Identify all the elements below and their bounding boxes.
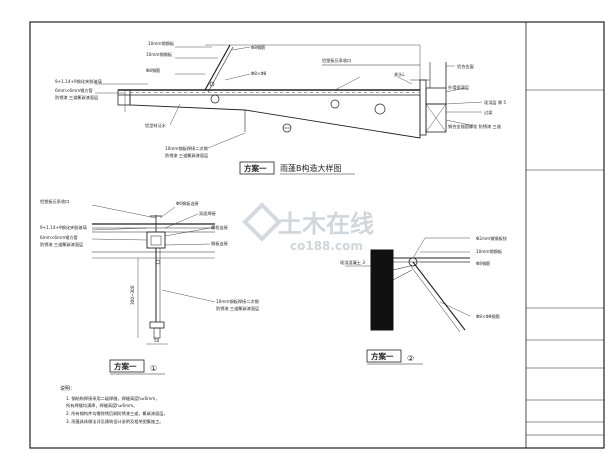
watermark-logo-icon [242, 202, 282, 242]
label-c4: 现浇混凝土 3 [340, 259, 365, 266]
detail-c-title: 方案一 ② [366, 349, 423, 365]
label-b4: 防锈漆 三道氟碳漆面层 [40, 241, 83, 248]
label-a13: 紧头L [394, 71, 405, 78]
label-a4: Φ8钢筋 [251, 44, 265, 51]
label-b9: 10mm钢板焊接二次钢 [216, 298, 259, 305]
label-b8: 钢板连接 [211, 240, 229, 247]
notes-heading: 说明： [60, 385, 75, 392]
dim-vertical: 300~300 [130, 285, 135, 305]
detail-b-labels: 铝塑板压条收口 9+1.14+9钢化夹胶玻璃 6mm×6mm钢方管 防锈漆 三道… [40, 198, 259, 343]
label-a12: 铝塑板压条收口 [322, 57, 351, 64]
detail-c-number: ② [407, 354, 414, 363]
label-b5: Φ6钢板连接 [176, 200, 200, 207]
sheet-frame [29, 21, 605, 449]
detail-b-drawing [91, 204, 216, 345]
detail-a-drawing [95, 44, 483, 149]
label-c5: Φ8×Φ8钢筋 [476, 313, 500, 320]
label-a8: 防锈漆 三道氟碳漆面层 [55, 94, 98, 101]
label-a17: 钢合金锚固螺栓 防锈漆 三道 [448, 123, 502, 130]
label-a1: 10mm钢钢板 [148, 40, 175, 47]
label-a5: Φ8×Φ8 [251, 71, 267, 76]
notes-line-3: 2. 所有钢构件均需除锈后刷防锈漆三道，氟碳漆面层。 [66, 410, 168, 417]
label-a11: 防锈漆 三道氟碳漆面层 [165, 152, 208, 159]
detail-b-number: ① [150, 364, 157, 373]
detail-b-title: 方案一 ① [109, 359, 165, 375]
label-a7: 6mm×6mm钢方管 [55, 87, 93, 94]
label-a15: 外墙保温层 [448, 84, 469, 91]
detail-a-title-text: 雨蓬B构造大样图 [280, 163, 342, 173]
label-c1: Φ2mm钢钢板铰 [476, 235, 508, 242]
detail-a-title: 方案一 雨蓬B构造大样图 [239, 161, 355, 175]
watermark-sub: co188.com [290, 239, 363, 253]
label-a16: 现浇层 厚 5 [484, 99, 506, 106]
notes-line-2: 所有焊缝均满焊，焊缝高度h≥6mm。 [66, 402, 137, 409]
label-b7: 螺栓连接 [211, 224, 229, 231]
detail-b-badge: 方案一 [114, 361, 137, 371]
detail-c-drawing [345, 237, 471, 333]
label-b10: 防锈漆 三道氟碳漆面层 [216, 305, 259, 312]
label-a10: 10mm钢板焊接二次钢 [165, 145, 208, 152]
detail-c-badge: 方案一 [371, 351, 394, 361]
watermark-main: 土木在线 [278, 210, 374, 238]
label-c2: 10mm钢钢板 [476, 248, 503, 255]
label-b3: 6mm×6mm钢方管 [40, 234, 78, 241]
watermark: 土木在线 co188.com [242, 202, 374, 253]
notes-block: 说明： 1. 钢结构焊接采用二级焊缝，焊缝高度h≥6mm， 所有焊缝均满焊，焊缝… [60, 385, 168, 425]
notes-line-4: 3. 雨蓬具体做法详见建筑设计说明及相关图集施工。 [66, 418, 163, 425]
label-a18: 过梁 [484, 109, 493, 116]
detail-c-labels: Φ2mm钢钢板铰 10mm钢钢板 Φ8钢筋 现浇混凝土 3 Φ8×Φ8钢筋 [340, 235, 508, 320]
dim-horizontal: 50 [154, 338, 160, 343]
label-b2: 9+1.14+9钢化夹胶玻璃 [40, 224, 87, 231]
label-a2: 10mm钢钢板 [146, 51, 173, 58]
label-a14: 铝合金窗 [457, 63, 474, 70]
label-b1: 铝塑板压条收口 [40, 198, 69, 205]
label-a6: 9+1.14+9钢化夹胶玻璃 [55, 78, 102, 85]
detail-a-labels: 10mm钢钢板 10mm钢钢板 Φ8钢筋 Φ8钢筋 Φ8×Φ8 9+1.14+9… [55, 40, 506, 159]
detail-a-badge: 方案一 [244, 163, 267, 173]
label-c3: Φ8钢筋 [476, 260, 490, 267]
label-a3: Φ8钢筋 [146, 67, 160, 74]
label-b6: 双面焊接 [199, 210, 217, 217]
label-a9: 铝型材泛水 [145, 122, 167, 129]
notes-line-1: 1. 钢结构焊接采用二级焊缝，焊缝高度h≥6mm， [66, 395, 160, 402]
